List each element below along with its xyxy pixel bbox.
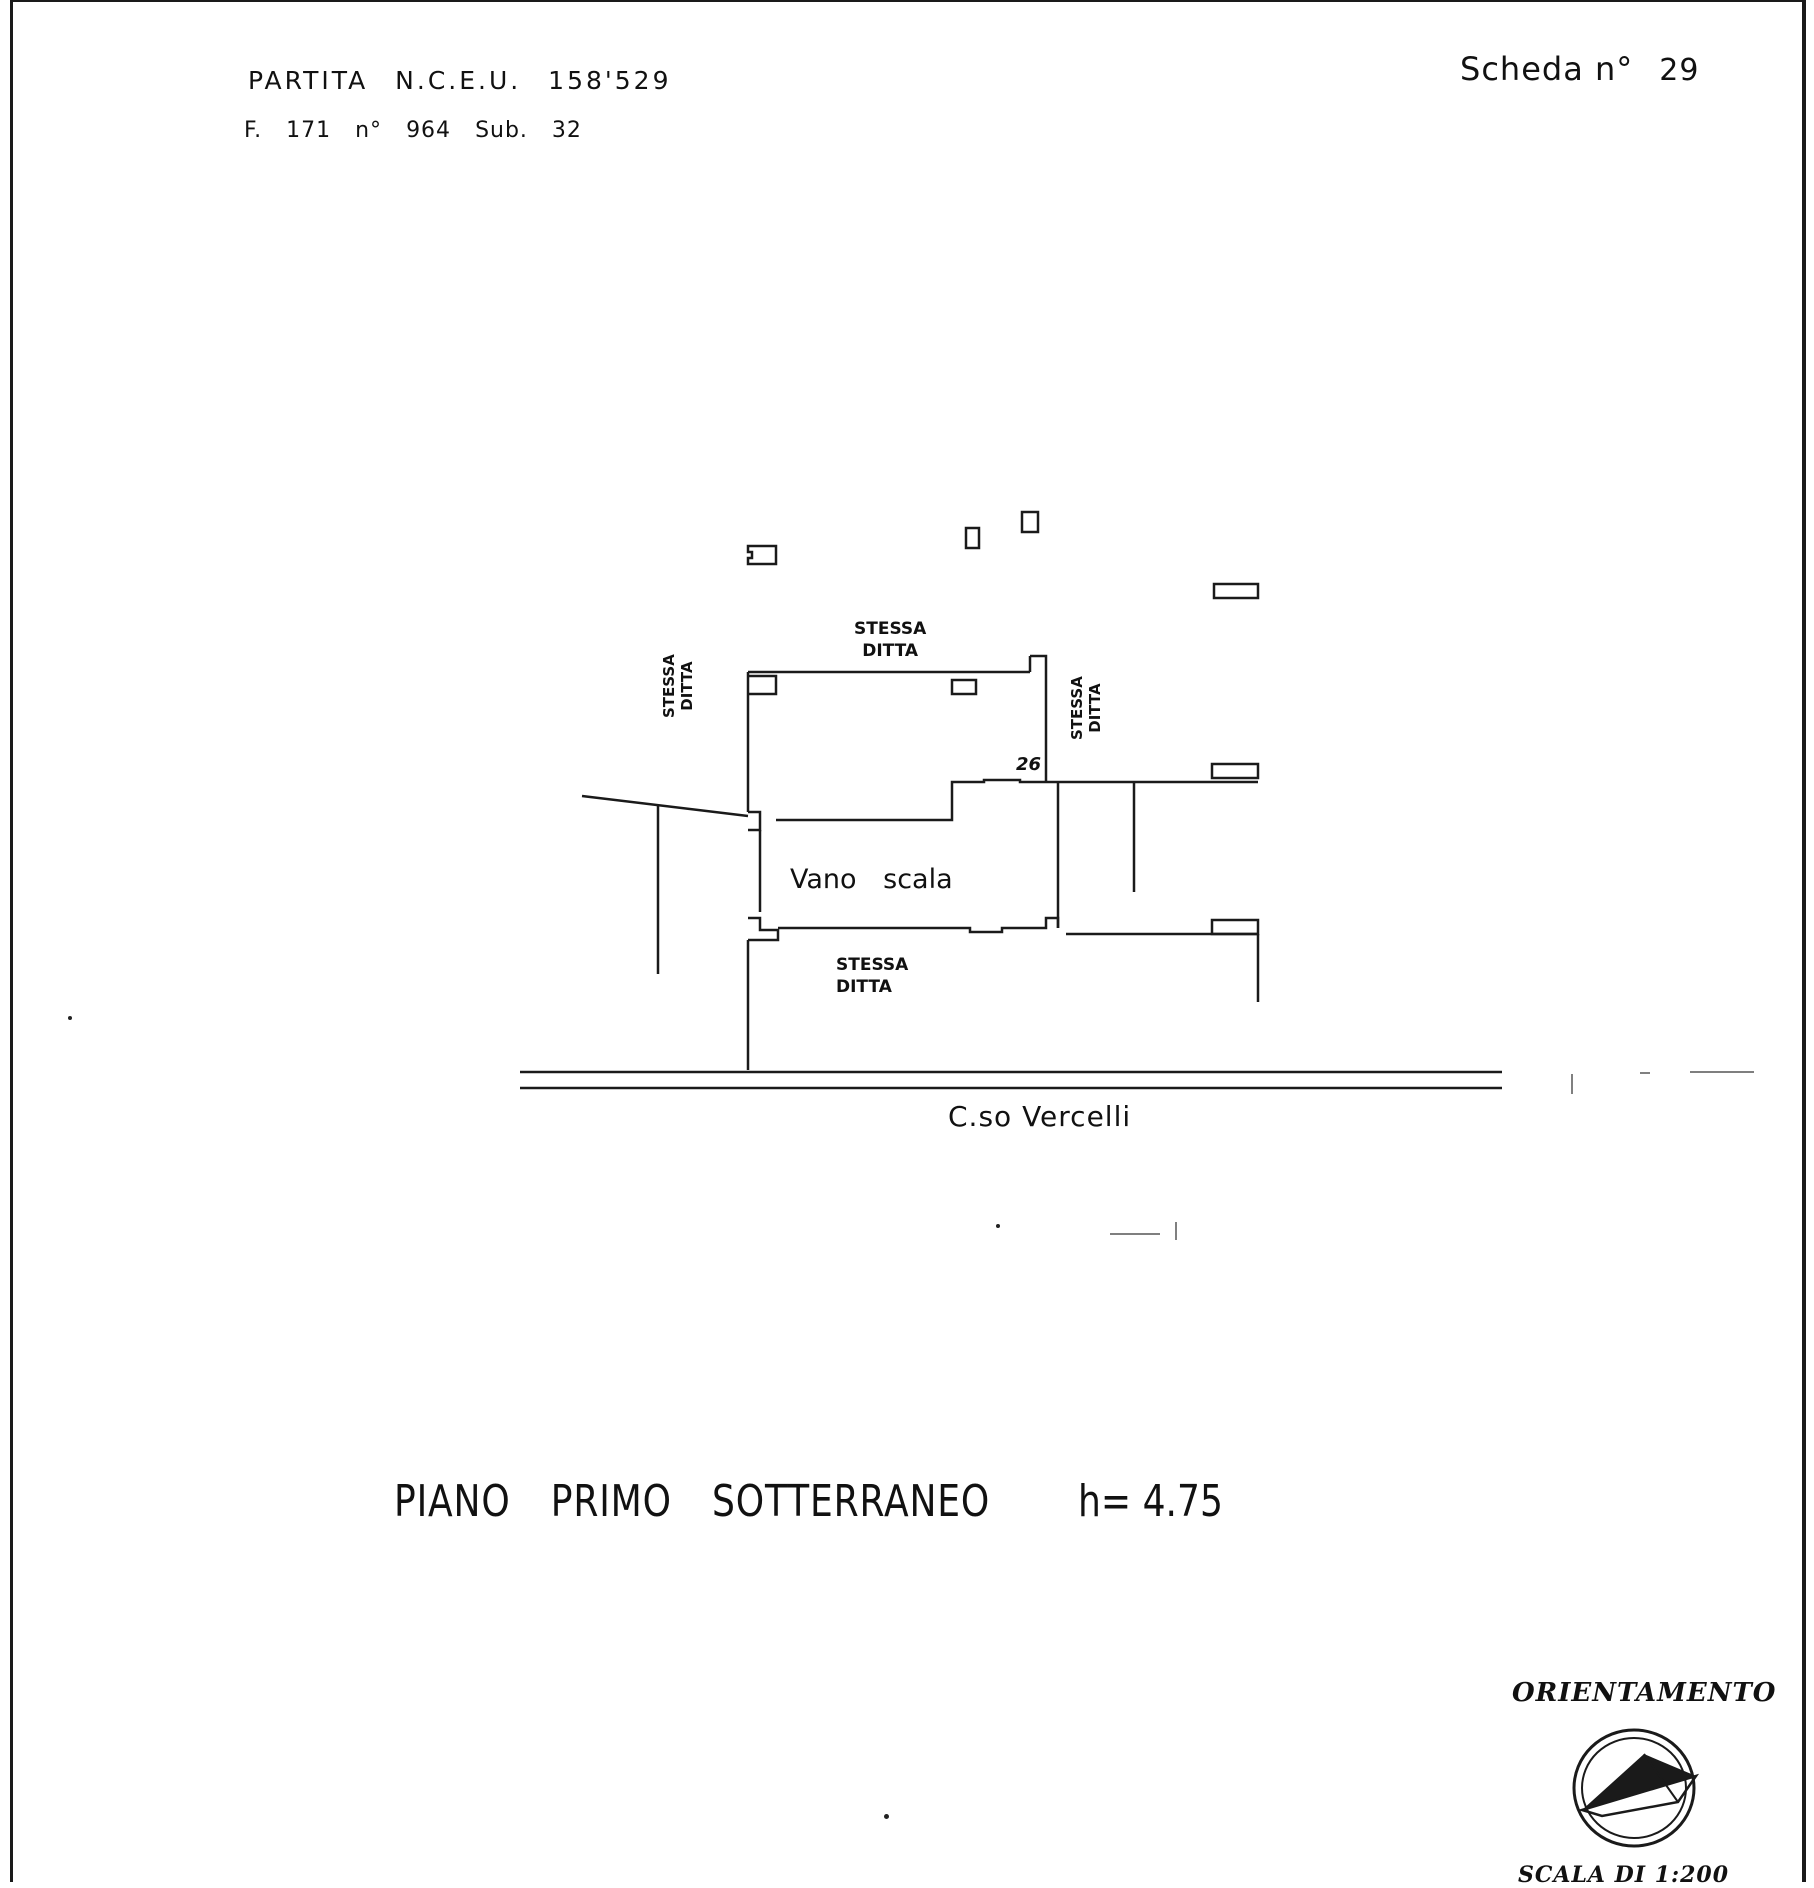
stair-hall-left-jamb: [748, 810, 762, 832]
registry-label: N.C.E.U.: [395, 66, 522, 95]
partita-header: PARTITA N.C.E.U. 158'529: [248, 66, 671, 95]
label-top-stessa-ditta: STESSA DITTA: [854, 619, 927, 661]
stair-hall-bottom-wall: [778, 916, 1060, 934]
stair-hall-lower-jamb: [748, 916, 780, 942]
orientation-label: ORIENTAMENTO: [1512, 1678, 1777, 1708]
room-label: Vano scala: [790, 864, 953, 895]
floor-height: h= 4.75: [1078, 1476, 1223, 1527]
frame-right-border: [1802, 0, 1806, 1882]
scheda-header: Scheda n° 29: [1460, 50, 1699, 88]
parcel-reference: F. 171 n° 964 Sub. 32: [244, 118, 582, 143]
column-marker: [1210, 918, 1260, 936]
foglio-value: F. 171: [244, 118, 332, 143]
unit-number: 26: [1016, 754, 1042, 775]
scan-speck: [884, 1814, 889, 1819]
upper-room-pilaster: [1030, 654, 1048, 782]
frame-top-border: [10, 0, 1806, 2]
scheda-label: Scheda n°: [1460, 50, 1634, 88]
street-label: C.so Vercelli: [948, 1100, 1132, 1133]
upper-room-bottom-wall: [776, 778, 1058, 822]
partita-label: PARTITA: [248, 66, 369, 95]
scan-speck: [68, 1016, 72, 1020]
subalterno-value: Sub. 32: [475, 118, 582, 143]
scheda-number: 29: [1659, 53, 1700, 88]
column-marker: [1212, 582, 1260, 600]
frame-left-border: [10, 0, 13, 1882]
compass-rose-icon: [1572, 1728, 1700, 1848]
floor-title: PIANO PRIMO SOTTERRANEO: [394, 1476, 991, 1527]
scan-speck: [996, 1224, 1000, 1228]
diagonal-boundary: [581, 794, 749, 818]
column-marker: [964, 526, 981, 550]
numero-value: 964: [406, 118, 452, 143]
label-bottom-stessa-ditta: STESSA DITTA: [836, 955, 909, 997]
upper-room-corner: [748, 674, 778, 696]
numero-label: n°: [355, 118, 383, 143]
scale-label: SCALA DI 1:200: [1518, 1862, 1730, 1888]
label-right-stessa-ditta: STESSA DITTA: [1068, 676, 1104, 740]
column-marker: [746, 544, 778, 566]
column-marker: [1210, 762, 1260, 780]
partita-number: 158'529: [548, 66, 672, 95]
label-left-stessa-ditta: STESSA DITTA: [660, 654, 696, 718]
upper-room-niche: [950, 678, 978, 696]
column-marker: [1020, 510, 1040, 534]
